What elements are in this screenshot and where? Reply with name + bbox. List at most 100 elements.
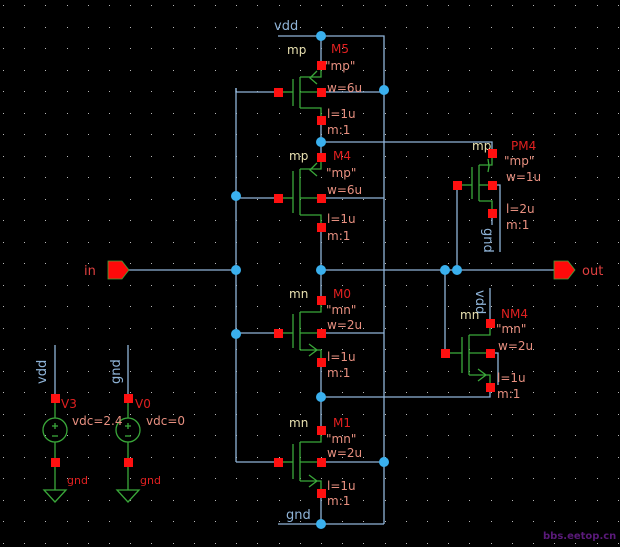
transistor-m1[interactable]: mn M1 "mn" w=2u l=1u m:1 xyxy=(289,416,362,508)
terminal-pin[interactable] xyxy=(486,383,495,392)
grid-dot xyxy=(173,328,174,329)
grid-dot xyxy=(469,156,470,157)
terminal-pin[interactable] xyxy=(441,349,450,358)
grid-dot xyxy=(67,543,68,544)
junction-node[interactable] xyxy=(379,457,389,467)
wire-m5-gate[interactable] xyxy=(235,88,278,93)
terminal-pin[interactable] xyxy=(317,194,326,203)
terminal-pin[interactable] xyxy=(486,349,495,358)
junction-node[interactable] xyxy=(316,31,326,41)
terminal-pin[interactable] xyxy=(51,394,60,403)
junction-node[interactable] xyxy=(231,191,241,201)
grid-dot xyxy=(448,199,449,200)
grid-dot xyxy=(194,156,195,157)
junction-node[interactable] xyxy=(316,137,326,147)
param-l: l=1u xyxy=(327,107,356,121)
grid-dot xyxy=(575,242,576,243)
grid-dot xyxy=(469,478,470,479)
output-pin-icon[interactable] xyxy=(553,260,576,280)
transistor-nm4[interactable]: mn NM4 "mn" w=2u l=1u m:1 xyxy=(460,307,533,401)
terminal-pin[interactable] xyxy=(317,489,326,498)
terminal-pin[interactable] xyxy=(274,194,283,203)
junction-node[interactable] xyxy=(316,392,326,402)
grid-dot xyxy=(554,521,555,522)
grid-dot xyxy=(194,349,195,350)
transistor-pm4[interactable]: mp PM4 "mp" w=1u l=2u m:1 xyxy=(472,139,541,232)
source-v0[interactable]: V0 vdc=0 gnd xyxy=(135,397,185,487)
grid-dot xyxy=(24,414,25,415)
junction-node[interactable] xyxy=(231,329,241,339)
grid-dot xyxy=(67,306,68,307)
terminal-pin[interactable] xyxy=(124,458,133,467)
grid-dot xyxy=(173,392,174,393)
grid-dot xyxy=(257,48,258,49)
grid-dot xyxy=(427,177,428,178)
grid-dot xyxy=(448,242,449,243)
grid-dot xyxy=(279,371,280,372)
terminal-pin[interactable] xyxy=(274,88,283,97)
terminal-pin[interactable] xyxy=(317,153,326,162)
junction-node[interactable] xyxy=(316,519,326,529)
terminal-pin[interactable] xyxy=(317,296,326,305)
junction-node[interactable] xyxy=(440,265,450,275)
terminal-pin[interactable] xyxy=(317,358,326,367)
terminal-pin[interactable] xyxy=(51,458,60,467)
wire-vdd-rail[interactable] xyxy=(278,35,385,524)
grid-dot xyxy=(342,199,343,200)
junction-node[interactable] xyxy=(316,265,326,275)
grid-dot xyxy=(575,371,576,372)
terminal-pin[interactable] xyxy=(317,223,326,232)
wire-nm4-source[interactable] xyxy=(321,387,491,398)
grid-dot xyxy=(45,349,46,350)
output-port[interactable]: out xyxy=(553,260,603,280)
junction-node[interactable] xyxy=(379,85,389,95)
grid-dot xyxy=(491,328,492,329)
terminal-pin[interactable] xyxy=(274,458,283,467)
terminal-pin[interactable] xyxy=(274,329,283,338)
grid-dot xyxy=(279,113,280,114)
transistor-m0[interactable]: mn M0 "mn" w=2u l=1u m:1 xyxy=(289,287,362,380)
grid-dot xyxy=(512,349,513,350)
input-port[interactable]: in xyxy=(84,260,130,280)
grid-dot xyxy=(469,263,470,264)
source-v3[interactable]: V3 vdc=2.4 gnd xyxy=(61,397,122,487)
grid-dot xyxy=(385,414,386,415)
grid-dot xyxy=(406,199,407,200)
grid-dot xyxy=(88,242,89,243)
grid-dot xyxy=(618,27,619,28)
grid-dot xyxy=(173,285,174,286)
terminal-pin[interactable] xyxy=(317,88,326,97)
grid-dot xyxy=(554,27,555,28)
grid-dot xyxy=(279,392,280,393)
terminal-pin[interactable] xyxy=(317,458,326,467)
grid-dot xyxy=(406,371,407,372)
grid-dot xyxy=(512,220,513,221)
terminal-pin[interactable] xyxy=(486,319,495,328)
terminal-pin[interactable] xyxy=(453,181,462,190)
terminal-pin[interactable] xyxy=(124,394,133,403)
input-pin-icon[interactable] xyxy=(107,260,130,280)
grid-dot xyxy=(45,328,46,329)
terminal-pin[interactable] xyxy=(317,116,326,125)
grid-dot xyxy=(194,500,195,501)
terminal-pin[interactable] xyxy=(488,149,497,158)
grid-dot xyxy=(575,113,576,114)
grid-dot xyxy=(109,5,110,6)
ground-icon xyxy=(115,489,141,503)
transistor-m4[interactable]: mp M4 "mp" w=6u l=1u m:1 xyxy=(289,149,362,243)
grid-dot xyxy=(342,27,343,28)
transistor-m5[interactable]: mp M5 "mp" w=6u l=1u m:1 xyxy=(287,42,362,137)
grid-dot xyxy=(257,435,258,436)
junction-node[interactable] xyxy=(452,265,462,275)
grid-dot xyxy=(597,70,598,71)
grid-dot xyxy=(342,478,343,479)
terminal-pin[interactable] xyxy=(488,181,497,190)
grid-dot xyxy=(491,199,492,200)
junction-node[interactable] xyxy=(231,265,241,275)
terminal-pin[interactable] xyxy=(317,426,326,435)
grid-dot xyxy=(321,478,322,479)
terminal-pin[interactable] xyxy=(317,61,326,70)
terminal-pin[interactable] xyxy=(317,329,326,338)
terminal-pin[interactable] xyxy=(488,209,497,218)
